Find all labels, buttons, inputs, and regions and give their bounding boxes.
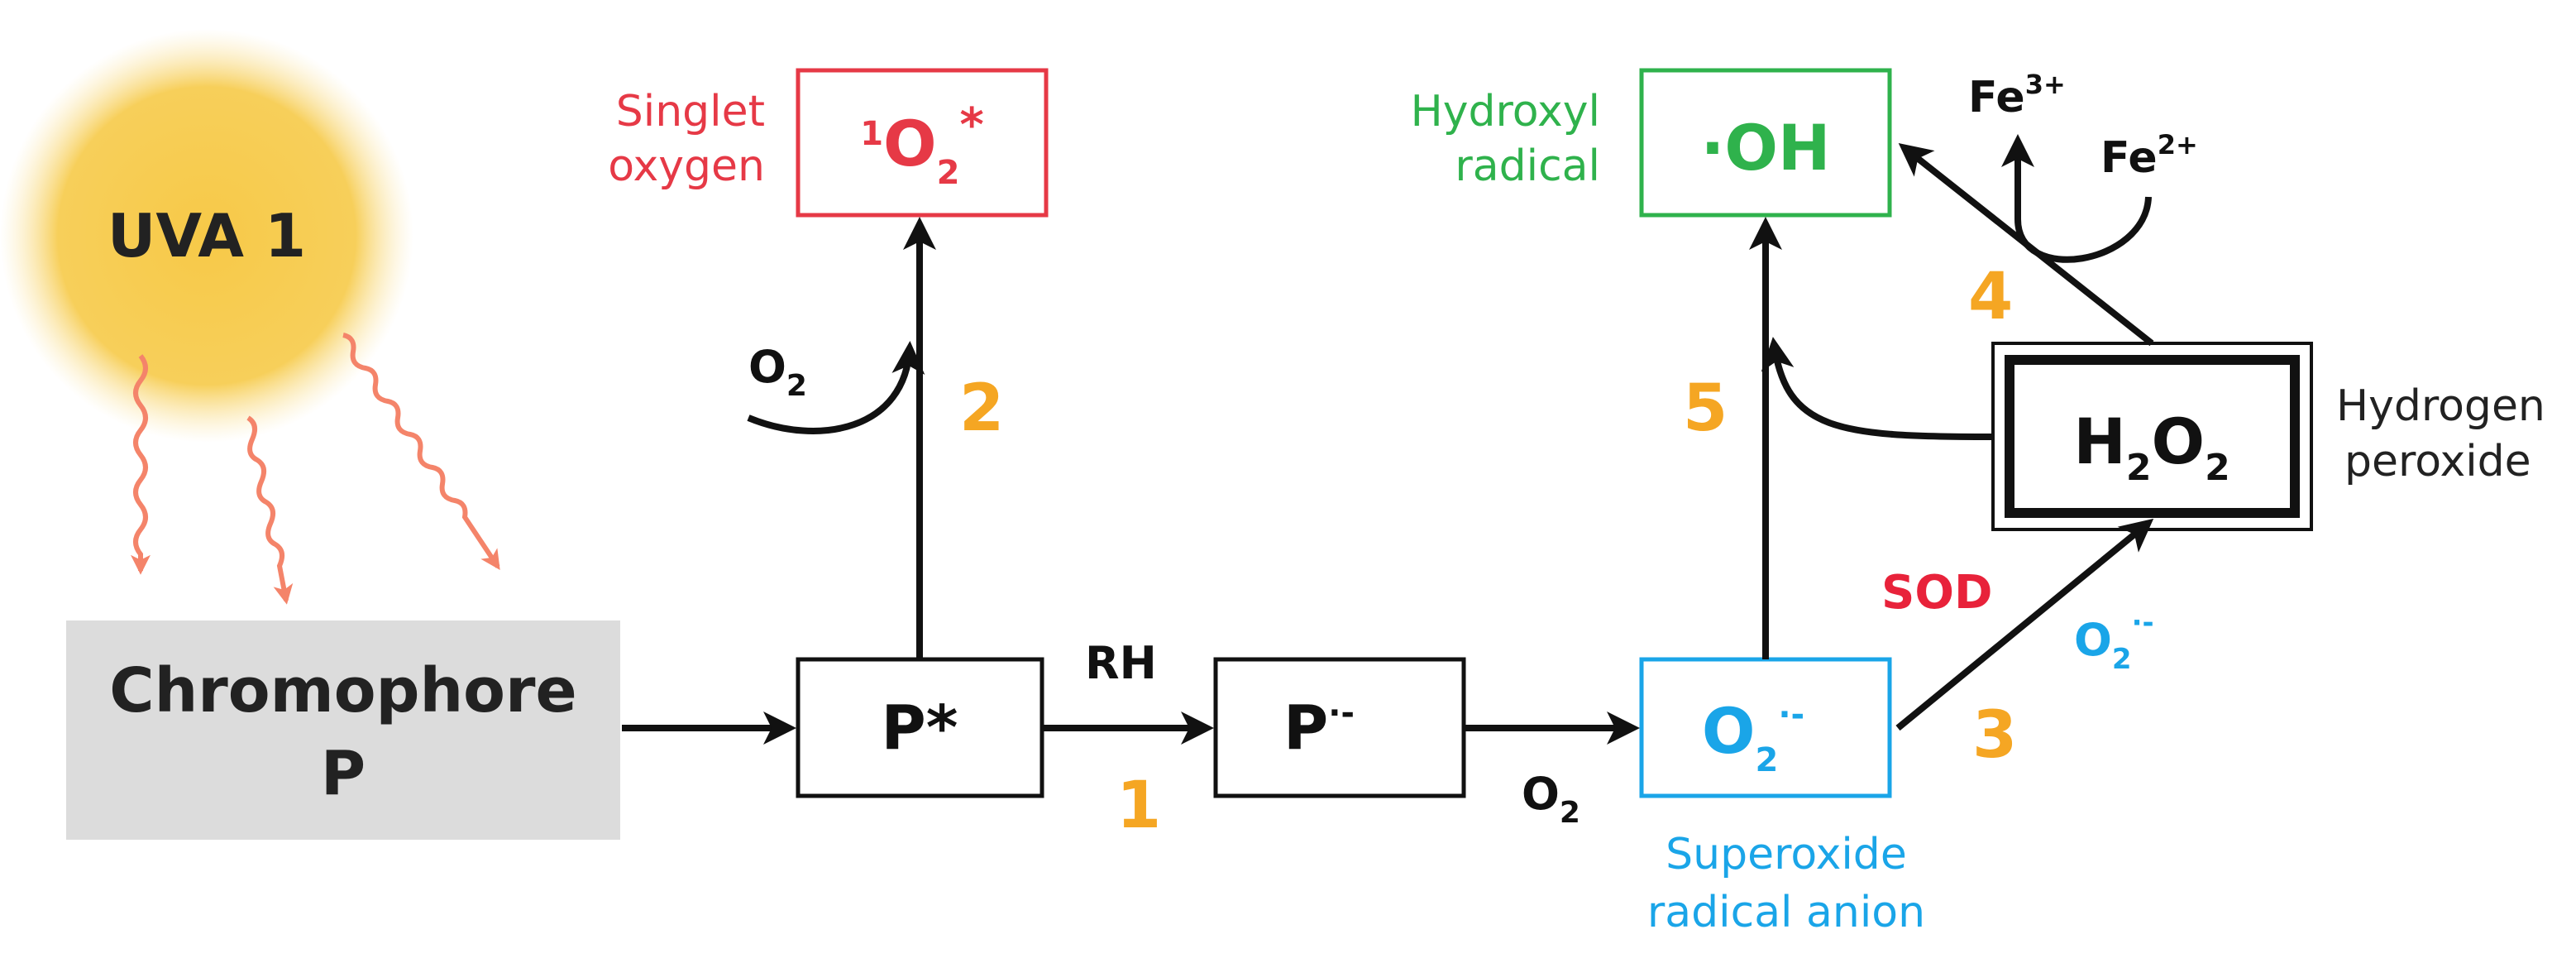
fe3-sup: 3+ xyxy=(2025,69,2066,100)
singlet-sup: * xyxy=(960,98,984,152)
o2-radical-base: O xyxy=(2074,614,2112,666)
step-5: 5 xyxy=(1683,371,1728,446)
fe2-label: Fe2+ xyxy=(2100,129,2198,183)
hydroxyl-label-2: radical xyxy=(1455,141,1600,191)
superoxide-text: O2·- xyxy=(1702,694,1804,779)
uv-ray-1 xyxy=(131,354,151,575)
fe3-label: Fe3+ xyxy=(1968,69,2066,122)
sod-label: SOD xyxy=(1881,566,1992,620)
p-radical-box: P·- xyxy=(1213,657,1466,798)
p-radical-sup: ·- xyxy=(1328,694,1355,732)
o2-label-singlet: O2 xyxy=(748,341,807,403)
step-4: 4 xyxy=(1968,260,2013,334)
p-radical-text: P·- xyxy=(1283,692,1355,764)
singlet-oxygen-box: 1O2* xyxy=(796,68,1049,218)
o2-radical-label: O2·- xyxy=(2074,606,2154,676)
superoxide-sup: ·- xyxy=(1778,696,1804,734)
chromophore-box: Chromophore P xyxy=(66,620,620,840)
hydroxyl-label-1: Hydroxyl xyxy=(1411,87,1600,137)
hydrogen-label-2: peroxide xyxy=(2344,437,2531,486)
superoxide-label-2: radical anion xyxy=(1647,888,1925,937)
sun-label: UVA 1 xyxy=(108,201,306,271)
rh-label: RH xyxy=(1085,637,1157,689)
p-star-box: P* xyxy=(796,657,1044,798)
o2-sub-2: 2 xyxy=(1560,796,1580,830)
h2o2-a: H xyxy=(2073,405,2126,478)
sun: UVA 1 xyxy=(0,29,413,443)
uv-ray-3 xyxy=(342,333,500,570)
h2o2-text: H2O2 xyxy=(2073,405,2230,489)
o2-radical-sup: ·- xyxy=(2132,606,2154,640)
p-star-text: P* xyxy=(882,692,958,764)
singlet-sub: 2 xyxy=(937,154,960,192)
fe2-base: Fe xyxy=(2100,133,2158,183)
uv-ray-2 xyxy=(246,415,294,605)
chromophore-line2: P xyxy=(321,738,366,809)
step-numbers: 1 2 3 4 5 xyxy=(959,260,2017,843)
singlet-label-2: oxygen xyxy=(608,141,765,191)
h2o2-d: 2 xyxy=(2205,447,2230,489)
h2o2-box: H2O2 xyxy=(1991,342,2313,531)
sun-disc xyxy=(0,29,413,443)
superoxide-label-1: Superoxide xyxy=(1666,830,1907,879)
arrow-superoxide-to-h2o2 xyxy=(1895,518,2154,731)
fe2-sup: 2+ xyxy=(2158,129,2198,160)
superoxide-box: O2·- xyxy=(1639,657,1892,798)
singlet-oxygen-text: 1O2* xyxy=(860,98,984,192)
hydroxyl-box: ·OH xyxy=(1639,68,1892,218)
arrows xyxy=(622,134,2154,745)
p-radical-base: P xyxy=(1283,692,1328,764)
o2-sub: 2 xyxy=(786,369,807,403)
arrow-o2-curve-singlet xyxy=(747,341,925,434)
singlet-label-1: Singlet xyxy=(616,87,765,137)
h2o2-b: 2 xyxy=(2126,447,2152,489)
arrow-fe-cycle xyxy=(2001,134,2152,263)
o2-base: O xyxy=(748,341,786,393)
o2-base-2: O xyxy=(1522,768,1560,820)
chromophore-line1: Chromophore xyxy=(109,655,576,726)
step-1: 1 xyxy=(1116,769,1161,843)
uv-rays xyxy=(131,333,500,605)
fe3-base: Fe xyxy=(1968,73,2025,122)
arrow-h2o2-curve-hydroxyl xyxy=(1761,337,1992,440)
superoxide-base: O xyxy=(1702,694,1756,768)
o2-label-bottom: O2 xyxy=(1522,768,1580,830)
singlet-base: O xyxy=(883,107,937,180)
singlet-pre: 1 xyxy=(860,115,883,153)
hydrogen-label-1: Hydrogen xyxy=(2336,381,2545,431)
superoxide-sub: 2 xyxy=(1755,741,1778,779)
hydroxyl-text: ·OH xyxy=(1700,111,1830,184)
h2o2-c: O xyxy=(2152,405,2206,478)
o2-radical-sub: 2 xyxy=(2112,643,2132,676)
step-2: 2 xyxy=(959,371,1004,446)
step-3: 3 xyxy=(1972,698,2017,773)
